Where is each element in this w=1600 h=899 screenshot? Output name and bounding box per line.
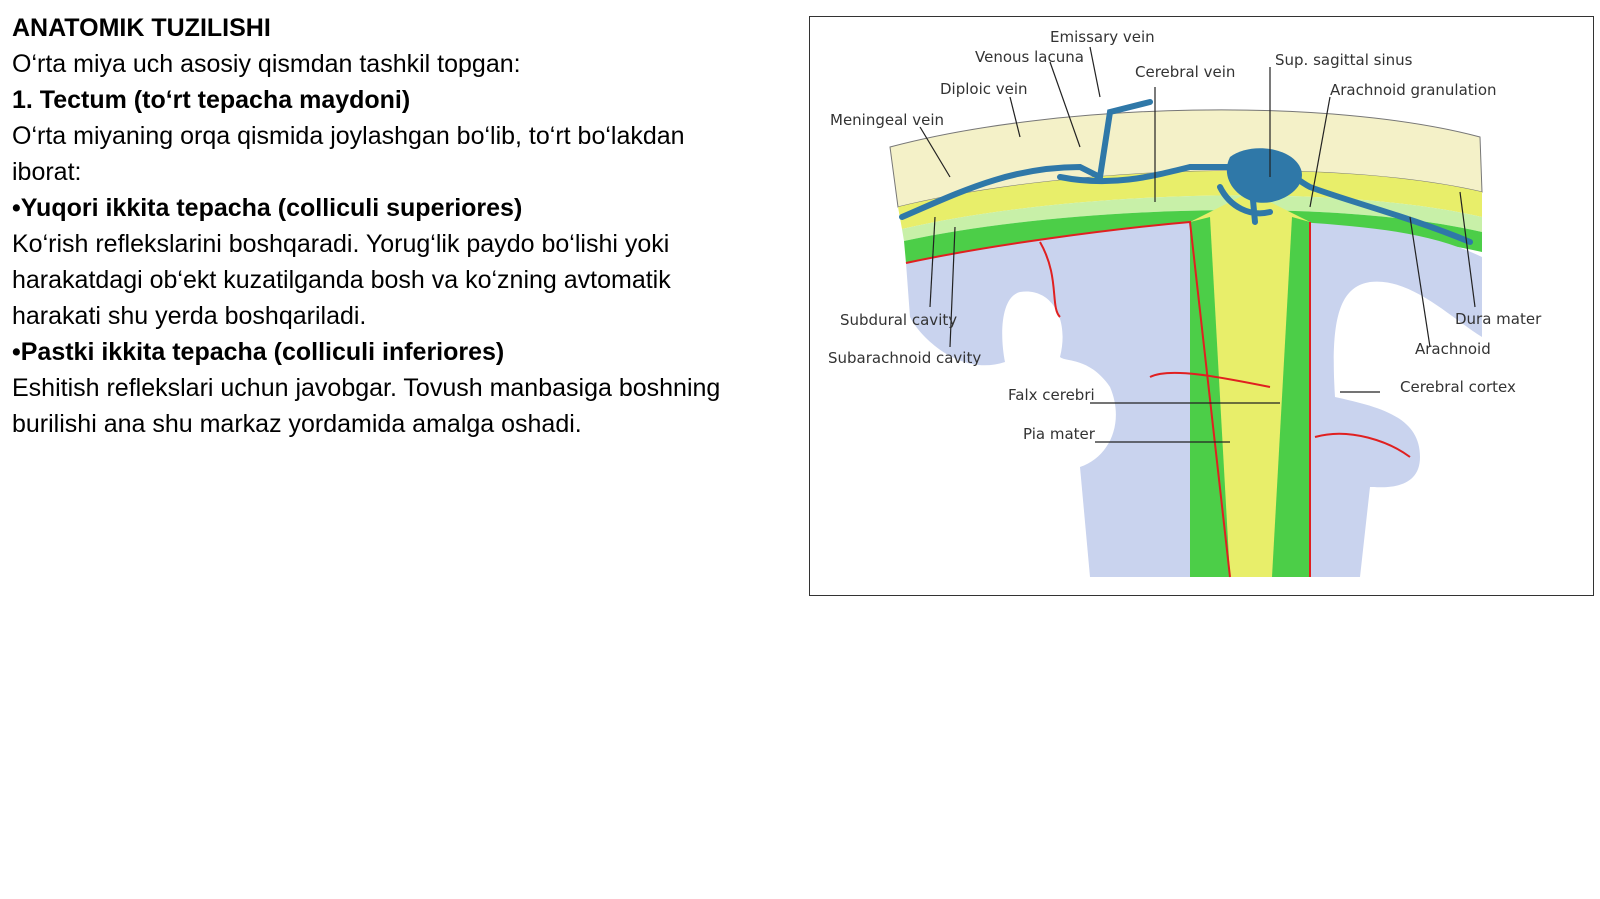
- bullet1-line1: Ko‘rish reflekslarini boshqaradi. Yorug‘…: [12, 230, 670, 258]
- bullet1-line2: harakatdagi ob‘ekt kuzatilganda bosh va …: [12, 266, 671, 294]
- slide-text: ANATOMIK TUZILISHI O‘rta miya uch asosiy…: [12, 10, 792, 442]
- section1-title: 1. Tectum (to‘rt tepacha maydoni): [12, 86, 411, 114]
- label-falx-cerebri: Falx cerebri: [1008, 386, 1095, 404]
- label-venous-lacuna: Venous lacuna: [975, 48, 1084, 66]
- sinus: [1226, 148, 1302, 203]
- label-diploic-vein: Diploic vein: [940, 80, 1028, 98]
- cortex-right: [1300, 222, 1482, 577]
- label-subdural-cavity: Subdural cavity: [840, 311, 957, 329]
- cortex-left: [906, 222, 1190, 577]
- label-cerebral-vein: Cerebral vein: [1135, 63, 1235, 81]
- meninges-diagram: Emissary vein Venous lacuna Cerebral vei…: [809, 16, 1594, 596]
- label-arachnoid: Arachnoid: [1415, 340, 1491, 358]
- slide-heading: ANATOMIK TUZILISHI: [12, 14, 271, 42]
- dura-mater-layer: [898, 170, 1482, 229]
- label-sup-sagittal-sinus: Sup. sagittal sinus: [1275, 51, 1413, 69]
- label-dura-mater: Dura mater: [1455, 310, 1542, 328]
- label-cerebral-cortex: Cerebral cortex: [1400, 378, 1516, 396]
- intro-text: O‘rta miya uch asosiy qismdan tashkil to…: [12, 50, 521, 78]
- section1-line2: iborat:: [12, 158, 82, 186]
- bullet2-line1: Eshitish reflekslari uchun javobgar. Tov…: [12, 374, 721, 402]
- bullet1-line3: harakati shu yerda boshqariladi.: [12, 302, 367, 330]
- arachnoid-layer: [902, 195, 1482, 241]
- midline-green-right: [1272, 217, 1310, 577]
- label-emissary-vein: Emissary vein: [1050, 28, 1155, 46]
- pia-mater-line: [905, 220, 1411, 578]
- label-pia-mater: Pia mater: [1023, 425, 1096, 443]
- bullet1-title: •Yuqori ikkita tepacha (colliculi superi…: [12, 194, 523, 222]
- label-meningeal-vein: Meningeal vein: [830, 111, 944, 129]
- section1-line1: O‘rta miyaning orqa qismida joylashgan b…: [12, 122, 685, 150]
- subarachnoid-layer: [904, 210, 1482, 263]
- bullet2-title: •Pastki ikkita tepacha (colliculi inferi…: [12, 338, 505, 366]
- label-arachnoid-granulation: Arachnoid granulation: [1330, 81, 1497, 99]
- bullet2-line2: burilishi ana shu markaz yordamida amalg…: [12, 410, 582, 438]
- meninges-illustration: Emissary vein Venous lacuna Cerebral vei…: [828, 28, 1542, 578]
- label-subarachnoid-cavity: Subarachnoid cavity: [828, 349, 981, 367]
